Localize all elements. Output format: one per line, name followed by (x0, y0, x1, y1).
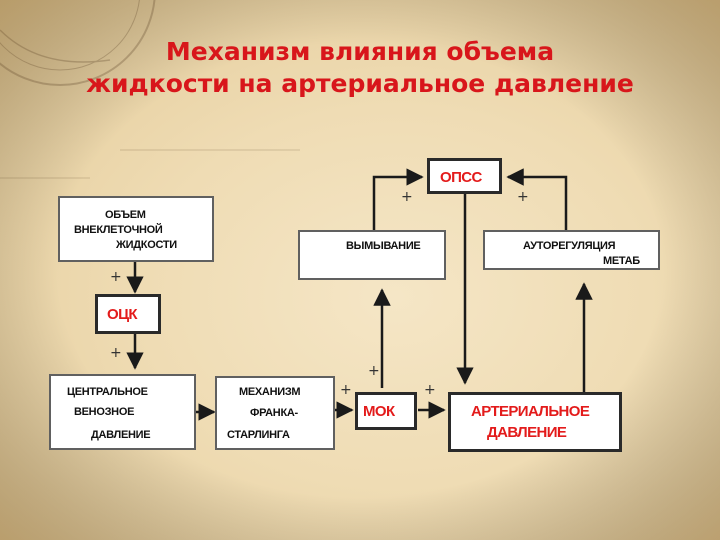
cvp-label-line-2: ВЕНОЗНОЕ (74, 406, 135, 418)
ecf-label-line-2: ВНЕКЛЕТОЧНОЙ (74, 224, 163, 236)
ops-label: ОПСС (440, 169, 482, 186)
otsk-label: ОЦК (107, 306, 138, 323)
connector-washout-to-ops (372, 168, 424, 230)
title-line-1: Механизм влияния объема (165, 37, 555, 66)
autoreg-label-line-2: МЕТАБ (603, 255, 640, 267)
slide-title: Механизм влияния объема жидкости на арте… (0, 36, 720, 100)
ap-label-line-1: АРТЕРИАЛЬНОЕ (471, 403, 590, 420)
fs-label-line-1: МЕХАНИЗМ (239, 386, 301, 398)
plus-sign-ecf-to-otsk: + (110, 269, 122, 285)
fs-label-line-3: СТАРЛИНГА (227, 429, 290, 441)
ecf-volume-box: ОБЪЕМ ВНЕКЛЕТОЧНОЙ ЖИДКОСТИ (58, 196, 214, 262)
plus-sign-mok-washout: + (368, 363, 380, 379)
autoregulation-box: АУТОРЕГУЛЯЦИЯ МЕТАБ (483, 230, 660, 270)
title-line-2: жидкости на артериальное давление (86, 69, 634, 98)
mok-label: МОК (363, 403, 395, 420)
cvp-label-line-1: ЦЕНТРАЛЬНОЕ (67, 386, 148, 398)
ops-box: ОПСС (427, 158, 502, 194)
ecf-label-line-3: ЖИДКОСТИ (116, 239, 177, 251)
ap-label-line-2: ДАВЛЕНИЕ (487, 424, 567, 441)
washout-box: ВЫМЫВАНИЕ (298, 230, 446, 280)
plus-sign-mok-to-ap: + (424, 382, 436, 398)
cvp-label-line-3: ДАВЛЕНИЕ (91, 429, 151, 441)
autoreg-label-line-1: АУТОРЕГУЛЯЦИЯ (523, 240, 616, 252)
mok-box: МОК (355, 392, 417, 430)
plus-sign-ops-right: + (517, 189, 529, 205)
otsk-box: ОЦК (95, 294, 161, 334)
plus-sign-ops-left: + (401, 189, 413, 205)
frank-starling-box: МЕХАНИЗМ ФРАНКА- СТАРЛИНГА (215, 376, 335, 450)
ecf-label-line-1: ОБЪЕМ (105, 209, 146, 221)
fs-label-line-2: ФРАНКА- (250, 407, 298, 419)
washout-label: ВЫМЫВАНИЕ (346, 240, 421, 252)
plus-sign-otsk-to-cvp: + (110, 345, 122, 361)
plus-sign-to-mok: + (340, 382, 352, 398)
arterial-pressure-box: АРТЕРИАЛЬНОЕ ДАВЛЕНИЕ (448, 392, 622, 452)
connector-autoreg-to-ops (506, 168, 568, 230)
cvp-box: ЦЕНТРАЛЬНОЕ ВЕНОЗНОЕ ДАВЛЕНИЕ (49, 374, 196, 450)
